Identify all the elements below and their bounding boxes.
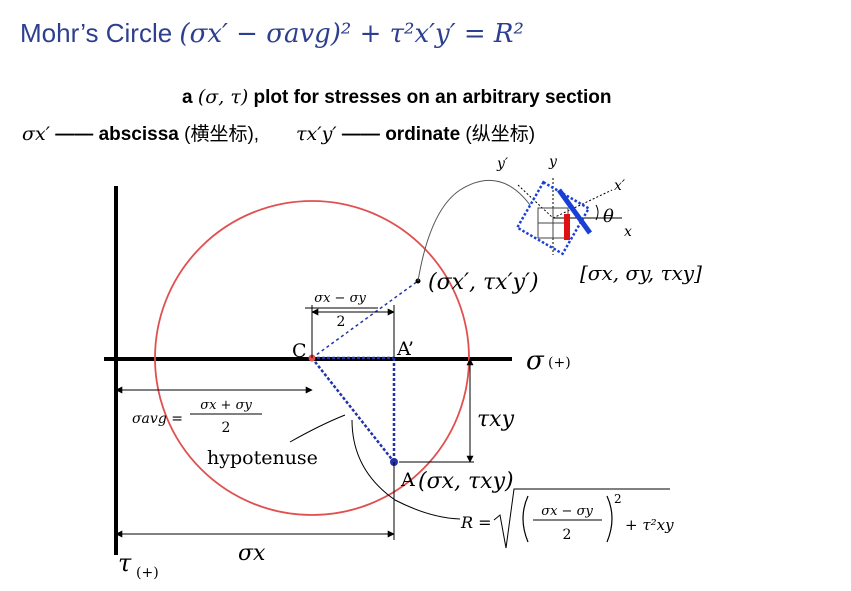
dash-2: —— (341, 124, 380, 145)
hypotenuse-line (311, 357, 395, 463)
element-leader (417, 179, 531, 282)
radius-lhs: R = (460, 513, 492, 532)
sigma-axis-label: σ (526, 346, 545, 376)
radius-denominator: 2 (563, 527, 572, 543)
subtitle-math: (σ, τ) (197, 86, 249, 108)
radius-to-general-point (311, 280, 419, 359)
ordinate-label: ordinate (385, 124, 461, 145)
title-text: Mohr’s Circle (20, 18, 173, 48)
radius-exponent: 2 (614, 492, 622, 506)
hypotenuse-leader (289, 414, 346, 443)
element-face-red (564, 214, 570, 240)
element-y-prime: y′ (496, 156, 509, 172)
radius-leader (351, 419, 461, 520)
hypotenuse-label: hypotenuse (207, 447, 318, 469)
subtitle-line-1: a (σ, τ) plot for stresses on an arbitra… (182, 86, 611, 109)
sigma-x-label: σx (238, 541, 266, 566)
subtitle-line-2: σx′ —— abscissa (横坐标), τx′y′ —— ordinate… (22, 119, 535, 146)
element-x-prime: x′ (614, 178, 626, 194)
a-label: A (400, 469, 415, 491)
sigma-avg-numerator: σx + σy (200, 398, 252, 413)
radius-numerator: σx − σy (541, 504, 593, 519)
element-theta: θ (603, 206, 614, 227)
subtitle-prefix: a (182, 87, 193, 108)
element-y: y (548, 154, 558, 170)
general-point-label: (σx′, τx′y′) (428, 270, 539, 295)
sigma-symbol: σx′ (22, 123, 50, 145)
sigma-axis-sign: (+) (548, 355, 571, 371)
half-diff-numerator: σx − σy (314, 291, 366, 306)
stress-state-label: [σx, σy, τxy] (580, 261, 702, 285)
ordinate-cn: (纵坐标) (465, 124, 536, 145)
tau-axis-sign: (+) (136, 565, 159, 581)
subtitle-text: plot for stresses on an arbitrary sectio… (253, 87, 612, 108)
mohr-circle (154, 200, 470, 516)
tau-symbol: τx′y′ (296, 123, 337, 145)
abscissa-label: abscissa (98, 124, 179, 145)
radius-tau-term: + τ²xy (625, 516, 674, 534)
stress-element (515, 178, 622, 256)
a-coords-label: (σx, τxy) (418, 469, 514, 494)
tau-xy-label: τxy (477, 407, 515, 432)
center-label: C (292, 340, 307, 362)
title-equation: (σx′ − σavg)² + τ²x′y′ = R² (179, 19, 524, 49)
element-face-blue (556, 188, 593, 235)
half-diff-denominator: 2 (337, 314, 346, 330)
a-prime-label: A’ (396, 338, 414, 360)
element-x: x (624, 224, 632, 240)
tau-axis-label: τ (118, 549, 132, 577)
slide-title: Mohr’s Circle (σx′ − σavg)² + τ²x′y′ = R… (20, 18, 524, 49)
dash-1: —— (55, 124, 94, 145)
sigma-avg-denominator: 2 (222, 420, 231, 436)
radius-sqrt (493, 488, 670, 549)
sigma-avg-lhs: σavg = (132, 411, 183, 427)
abscissa-cn: (横坐标), (184, 124, 260, 145)
